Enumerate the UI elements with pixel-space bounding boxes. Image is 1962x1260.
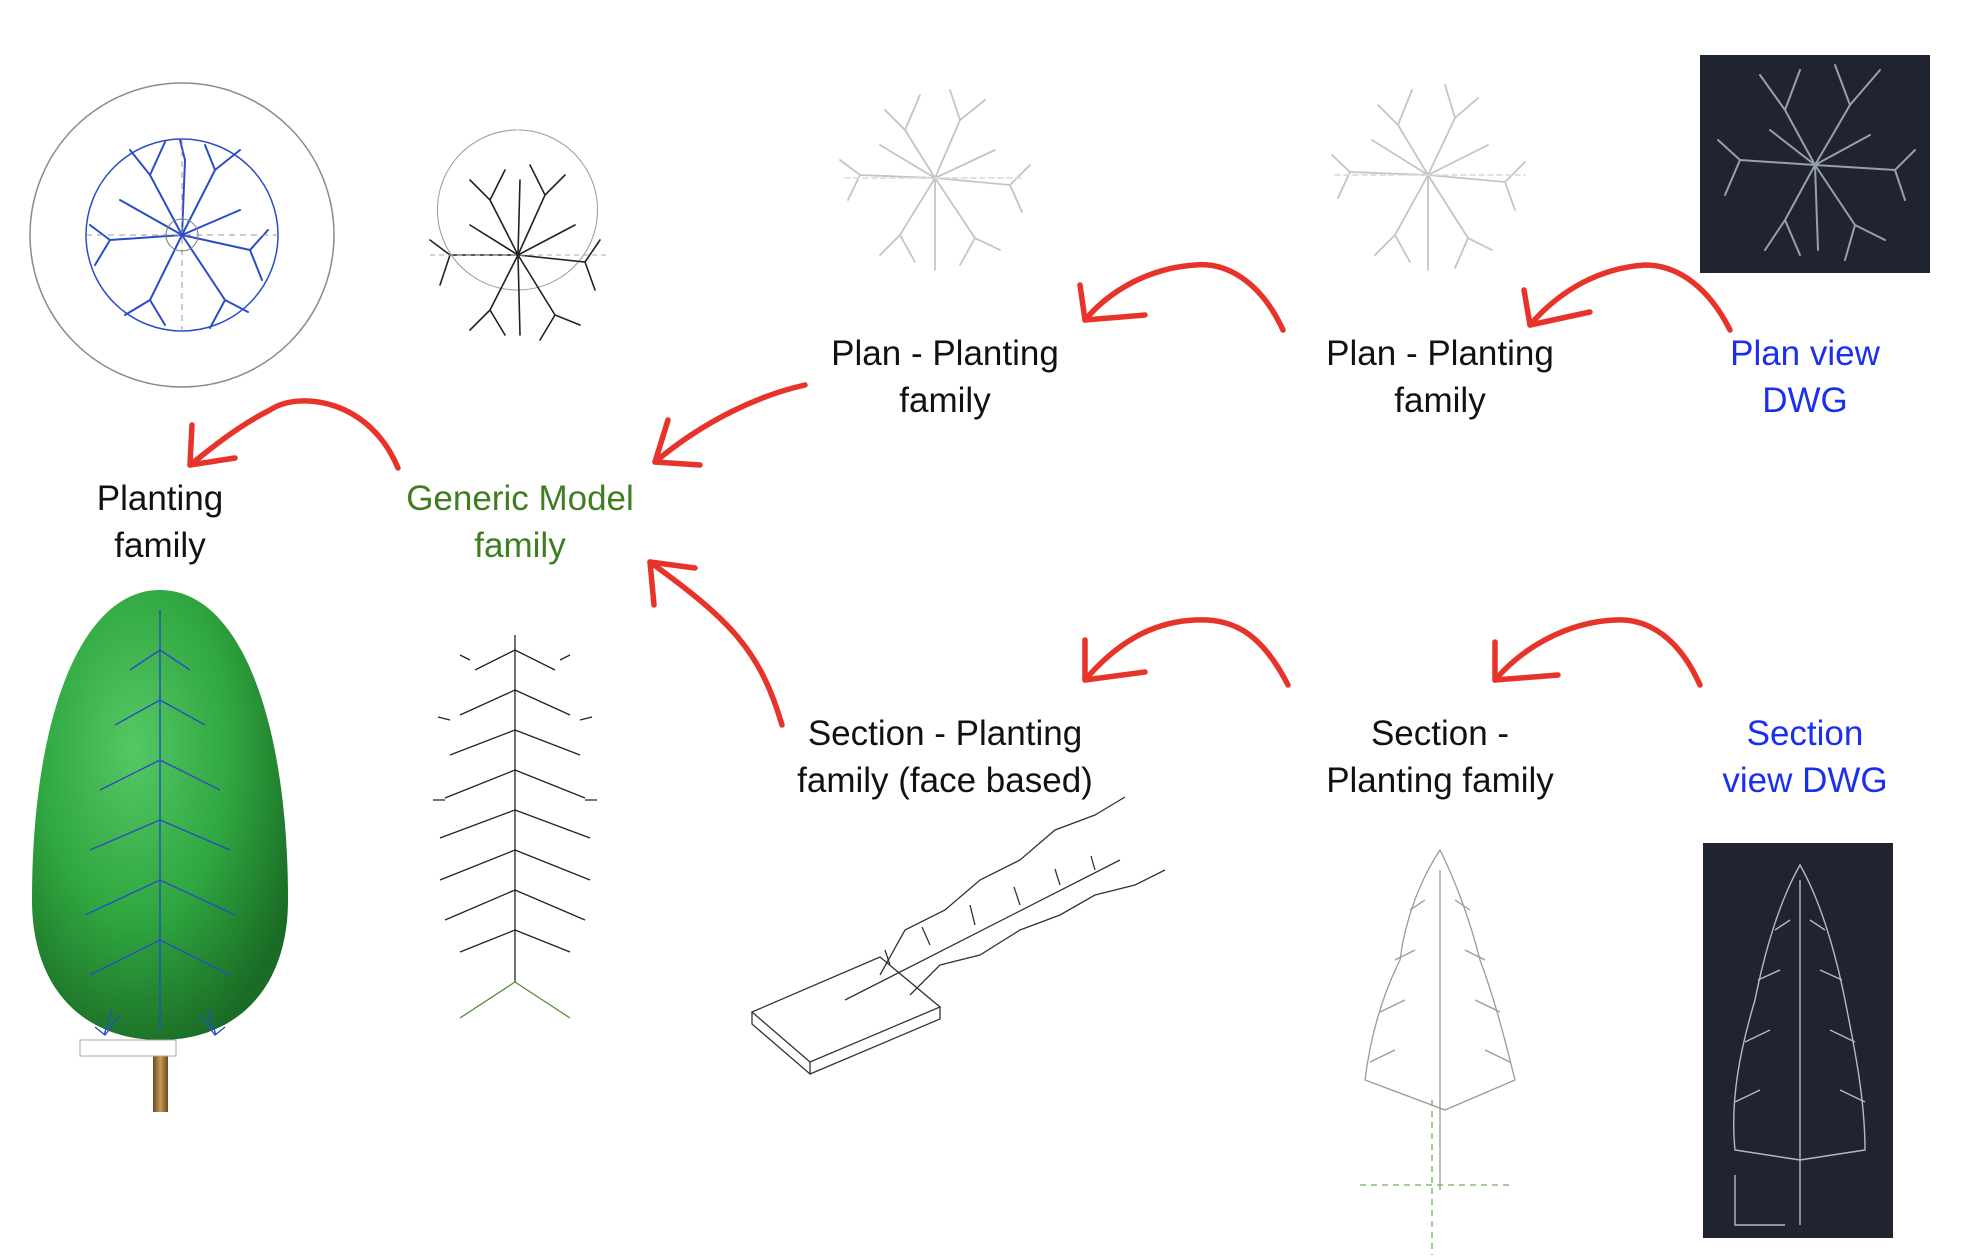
label-plan-planting-family-1: Plan - Planting family xyxy=(831,334,1059,420)
tree-elevation-icon xyxy=(433,635,597,1019)
tree-3d-green-icon xyxy=(32,590,288,1112)
label-section-planting-family: Section - Planting family xyxy=(1326,714,1554,800)
tree-isometric-icon xyxy=(750,796,1166,1076)
plan-planting-family-2-thumbnail xyxy=(1331,84,1526,271)
label-plan-view-dwg: Plan view DWG xyxy=(1730,334,1880,420)
plan-planting-family-1-thumbnail xyxy=(839,89,1031,271)
tree-plan-dwg-icon xyxy=(1700,55,1930,273)
arrow-dwg-to-section xyxy=(1492,617,1703,688)
arrow-dwg-to-plan2 xyxy=(1521,262,1733,333)
arrow-plan1-to-generic xyxy=(652,382,808,468)
arrow-plan2-to-plan1 xyxy=(1077,261,1286,333)
arrow-section-to-face-based xyxy=(1082,617,1291,688)
label-generic-model-family: Generic Model family xyxy=(406,479,634,565)
label-planting-family: Planting family xyxy=(96,479,224,565)
arrow-section-face-to-generic xyxy=(647,559,785,728)
planting-plan-thumbnail xyxy=(29,82,335,388)
arrows xyxy=(187,261,1733,728)
label-plan-planting-family-2: Plan - Planting family xyxy=(1326,334,1554,420)
generic-model-plan-thumbnail xyxy=(429,129,610,341)
tree-section-icon xyxy=(1360,848,1516,1255)
tree-section-dwg-icon xyxy=(1703,843,1893,1238)
label-section-face-based: Section - Planting family (face based) xyxy=(797,714,1093,800)
arrow-generic-to-planting xyxy=(187,398,401,471)
label-section-view-dwg: Section view DWG xyxy=(1722,714,1888,800)
